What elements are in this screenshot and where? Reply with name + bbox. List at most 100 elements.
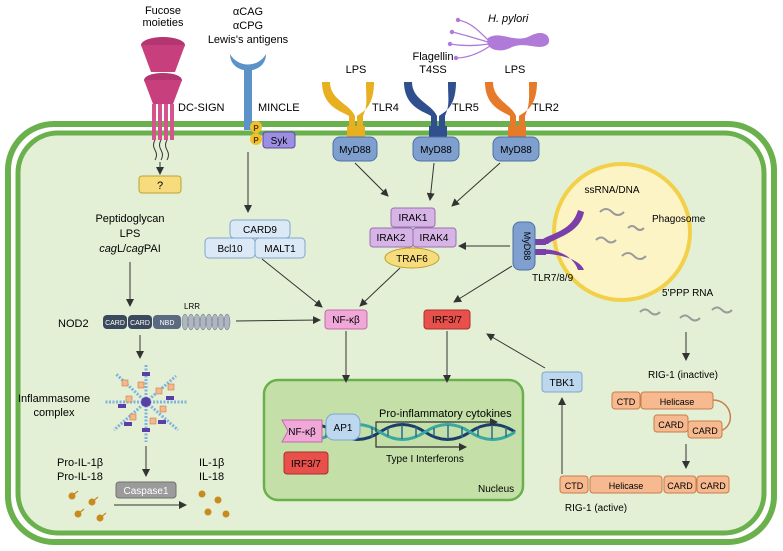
ap1-box [325,413,361,441]
fucose-label-2: moieties [143,17,184,29]
h-pylori-label: H. pylori [488,13,529,25]
rig1-active-card1-label: CARD [667,481,693,491]
rig1-active-card2-label: CARD [700,481,726,491]
mincle-label: MINCLE [258,102,300,114]
irak4-box [412,227,457,248]
caspase1-box [115,481,177,499]
myd88-tlr2-label: MyD88 [500,145,532,156]
inflammasome-label: Inflammasome [18,393,90,405]
irak4-label: IRAK4 [420,233,449,244]
tlr789-label: TLR7/8/9 [532,273,574,284]
nod2-label: NOD2 [58,318,89,330]
irak1-label: IRAK1 [399,213,428,224]
nuclear-irf37-label: IRF3/7 [291,459,321,470]
myd88-tlr4-label: MyD88 [339,145,371,156]
caspase1-label: Caspase1 [123,486,168,497]
unknown-adaptor-label: ? [157,180,163,192]
nod2-protein-icon [103,313,231,331]
malt1-box [254,237,306,259]
ap1-label: AP1 [334,423,353,434]
tlr4-receptor-icon [322,82,378,162]
tlr2-receptor-icon [485,82,540,162]
mature-cytokine-molecules-icon [198,490,230,518]
phospho-label-2: P [253,136,259,145]
rig1-inactive-card1-label: CARD [658,420,684,430]
mincle-receptor-icon [230,54,266,145]
nod2-nbd-label: NBD [160,320,175,327]
cag-label: cagL/cagPAI [99,243,161,255]
pro-il1b-label: Pro-IL-1β [57,457,103,469]
traf6-box [384,247,440,269]
acag-label: αCAG [233,6,263,18]
il18-label: IL-18 [199,471,224,483]
tlr789-receptor-icon [512,210,584,271]
phagosome [552,162,692,302]
flagellin-label: Flagellin [413,51,454,63]
tlr5-label: TLR5 [452,102,479,114]
irak1-box [390,207,436,228]
lps-tlr2-label: LPS [505,64,526,76]
lps-tlr4-label: LPS [346,64,367,76]
lps-intracellular-label: LPS [120,228,141,240]
phospho-label-1: P [253,124,259,133]
irf37-label: IRF3/7 [432,315,462,326]
rig1-active-ctd-box [559,475,589,494]
nfkb-label: NF-κβ [332,315,360,326]
nucleus [262,378,525,502]
irf37-box [423,309,471,330]
pro-cytokine-molecules-icon [68,490,107,522]
rig1-inactive-label: RIG-1 (inactive) [648,370,718,381]
proinflammatory-cytokines-label: Pro-inflammatory cytokines [379,408,512,420]
il1b-label: IL-1β [199,457,224,469]
rig1-active-label: RIG-1 (active) [565,503,627,514]
rig1-inactive-ctd-box [611,391,641,410]
syk-box [262,131,296,149]
rig1-active-helicase-label: Helicase [609,481,644,491]
syk-label: Syk [271,136,289,147]
nod2-card2-label: CARD [130,320,150,327]
ssrna-dna-label: ssRNA/DNA [584,185,639,196]
ssrna-dna-fragments-icon [595,208,647,260]
rig1-active-ctd-label: CTD [565,481,584,491]
irak2-label: IRAK2 [377,233,406,244]
ppp-rna-fragments-icon [639,306,733,322]
pro-il18-label: Pro-IL-18 [57,471,103,483]
peptidoglycan-label: Peptidoglycan [95,213,164,225]
rig1-active-card2-box [696,475,730,494]
lewis-label: Lewis's antigens [208,34,289,46]
rig1-inactive-helicase-label: Helicase [660,397,695,407]
ppp-rna-label: 5'PPP RNA [662,288,714,299]
rig1-active-card1-box [663,475,697,494]
bcl10-label: Bcl10 [217,244,242,255]
rig1-inactive-card2-box [687,420,723,439]
tlr5-receptor-icon [404,82,460,162]
unknown-adaptor-box [138,175,182,194]
dc-sign-label: DC-SIGN [178,102,225,114]
nucleus-label: Nucleus [478,484,514,495]
nuclear-nfkb-box [281,419,323,443]
nod2-card1-label: CARD [105,320,125,327]
fucose-label: Fucose [145,5,181,17]
malt1-label: MALT1 [264,244,296,255]
rig1-active-helicase-box [589,475,663,494]
tbk1-label: TBK1 [549,378,574,389]
dc-sign-receptor-icon [141,37,185,161]
card9-label: CARD9 [243,225,277,236]
myd88-tlr789-label: MyD88 [522,232,532,261]
myd88-tlr5-label: MyD88 [420,145,452,156]
nuclear-irf37-box [283,451,329,475]
lrr-label: LRR [184,302,200,311]
h-pylori-bacterium-icon [447,17,550,61]
inflammasome-complex-icon [104,364,188,442]
phagosome-label: Phagosome [652,214,706,225]
rig1-inactive-ctd-label: CTD [617,397,636,407]
tbk1-box [541,371,583,393]
traf6-label: TRAF6 [396,254,428,265]
nfkb-box [324,309,368,330]
tlr2-label: TLR2 [532,102,559,114]
type1-interferons-label: Type I Interferons [386,454,464,465]
acpg-label: αCPG [233,20,263,32]
rig1-inactive-card2-label: CARD [692,426,718,436]
